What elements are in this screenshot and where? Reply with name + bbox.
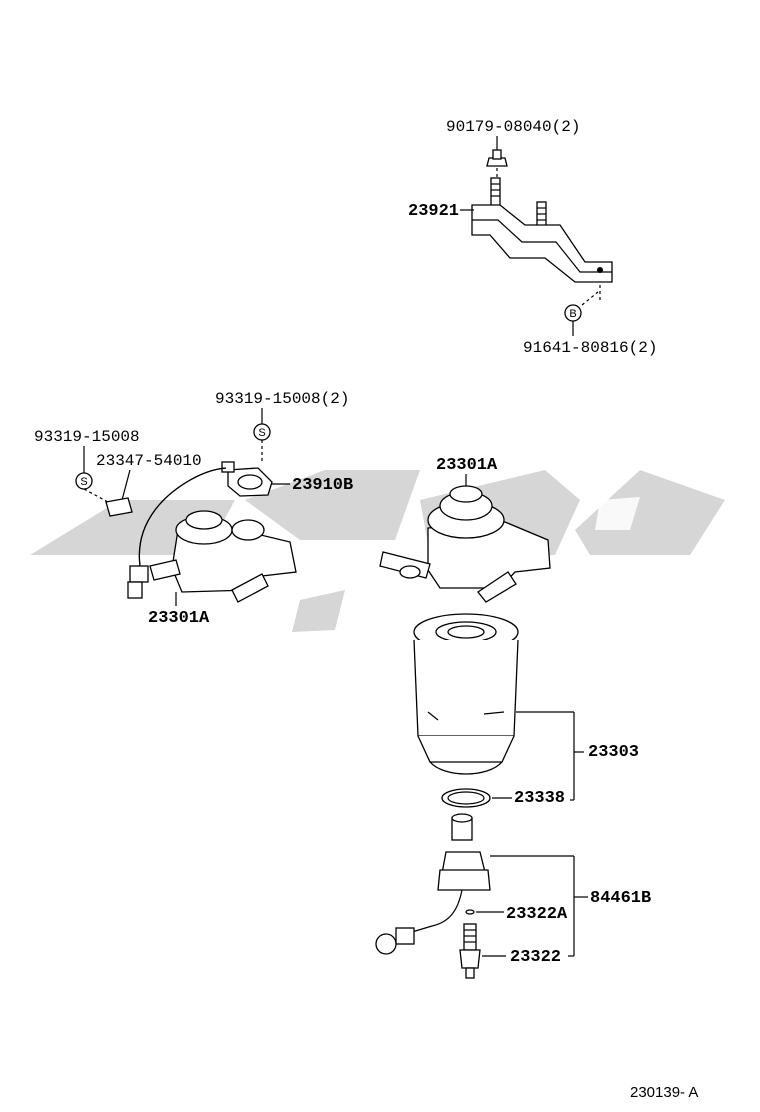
- sensor-switch-icon: [221, 461, 273, 497]
- drain-assembly-icon: [375, 813, 491, 955]
- bracket-assembly: 90179-08040(2) 23921 B 9: [408, 118, 657, 357]
- callout-drain-assembly: 84461B: [590, 889, 651, 908]
- callout-filter-element: 23303: [588, 743, 639, 762]
- watermark-logo: [30, 470, 725, 632]
- callout-o-ring: 23338: [514, 789, 565, 808]
- badge-letter: S: [258, 427, 265, 439]
- bracket-icon: [471, 204, 613, 283]
- reference-code: 230139- A: [630, 1084, 698, 1101]
- badge-b-letter: B: [569, 308, 576, 320]
- callout-bracket: 23921: [408, 202, 459, 221]
- callout-screw-pair: 93319-15008(2): [215, 390, 349, 408]
- drain-plug-icon: [459, 923, 481, 979]
- housing-left-icon: [149, 510, 297, 603]
- connector-icon: [129, 565, 149, 583]
- filter-element-icon: [413, 613, 519, 775]
- callout-housing-left: 23301A: [148, 609, 210, 628]
- clamp-icon: [105, 497, 133, 517]
- callout-clamp: 23347-54010: [96, 452, 202, 470]
- badge-letter: S: [80, 476, 87, 488]
- callout-screw-single: 93319-15008: [34, 428, 140, 446]
- callout-bolt-b: 91641-80816(2): [523, 339, 657, 357]
- right-housing-assembly: 23301A 23303 23338: [375, 456, 651, 979]
- gasket-small-icon: [465, 909, 475, 915]
- callout-drain-plug: 23322: [510, 948, 561, 967]
- callout-gasket-small: 23322A: [506, 905, 568, 924]
- left-housing-assembly: 93319-15008(2) S 93319-15008 S 23347-540…: [34, 390, 353, 628]
- housing-right-icon: [379, 485, 551, 603]
- bolt-top-icon: [486, 149, 508, 167]
- callout-bolt-top: 90179-08040(2): [446, 118, 580, 136]
- callout-housing-right: 23301A: [436, 456, 498, 475]
- callout-sensor-switch: 23910B: [292, 476, 353, 495]
